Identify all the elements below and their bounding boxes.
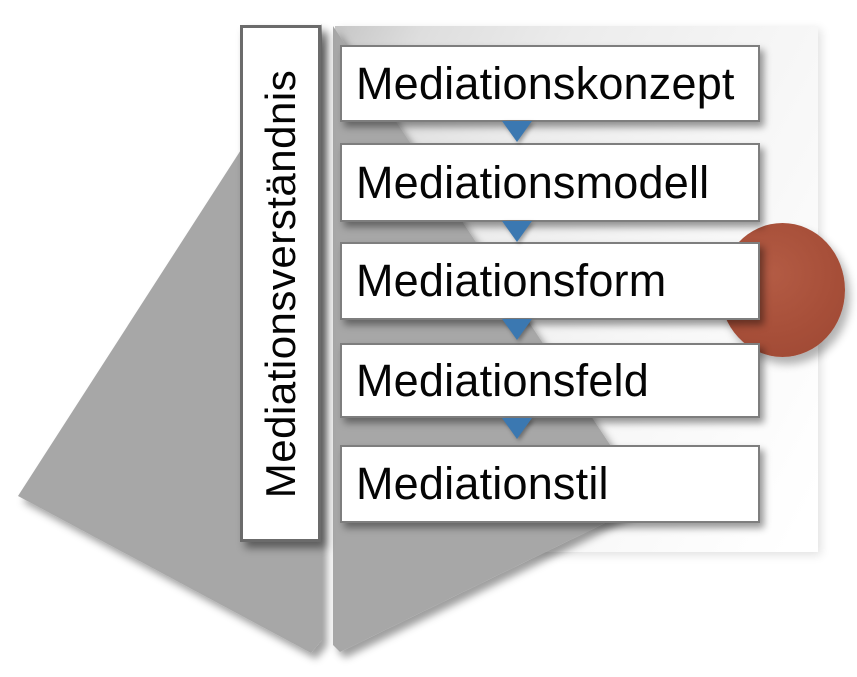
down-arrow-icon (502, 418, 532, 439)
level-box-mediationsform: Mediationsform (340, 242, 760, 320)
level-label: Mediationsform (356, 255, 667, 306)
level-box-mediationsfeld: Mediationsfeld (340, 343, 760, 418)
level-label: Mediationsmodell (356, 156, 710, 208)
down-arrow-icon (502, 319, 532, 340)
down-arrow-icon (502, 121, 532, 142)
level-label: Mediationsfeld (356, 354, 649, 406)
vertical-label: Mediationsverständnis (256, 69, 304, 498)
level-label: Mediationskonzept (356, 57, 735, 109)
vertical-label-box: Mediationsverständnis (240, 25, 321, 542)
level-box-mediationstil: Mediationstil (340, 445, 760, 523)
level-box-mediationskonzept: Mediationskonzept (340, 45, 760, 122)
level-label: Mediationstil (356, 458, 609, 509)
down-arrow-icon (502, 221, 532, 242)
level-box-mediationsmodell: Mediationsmodell (340, 143, 760, 222)
